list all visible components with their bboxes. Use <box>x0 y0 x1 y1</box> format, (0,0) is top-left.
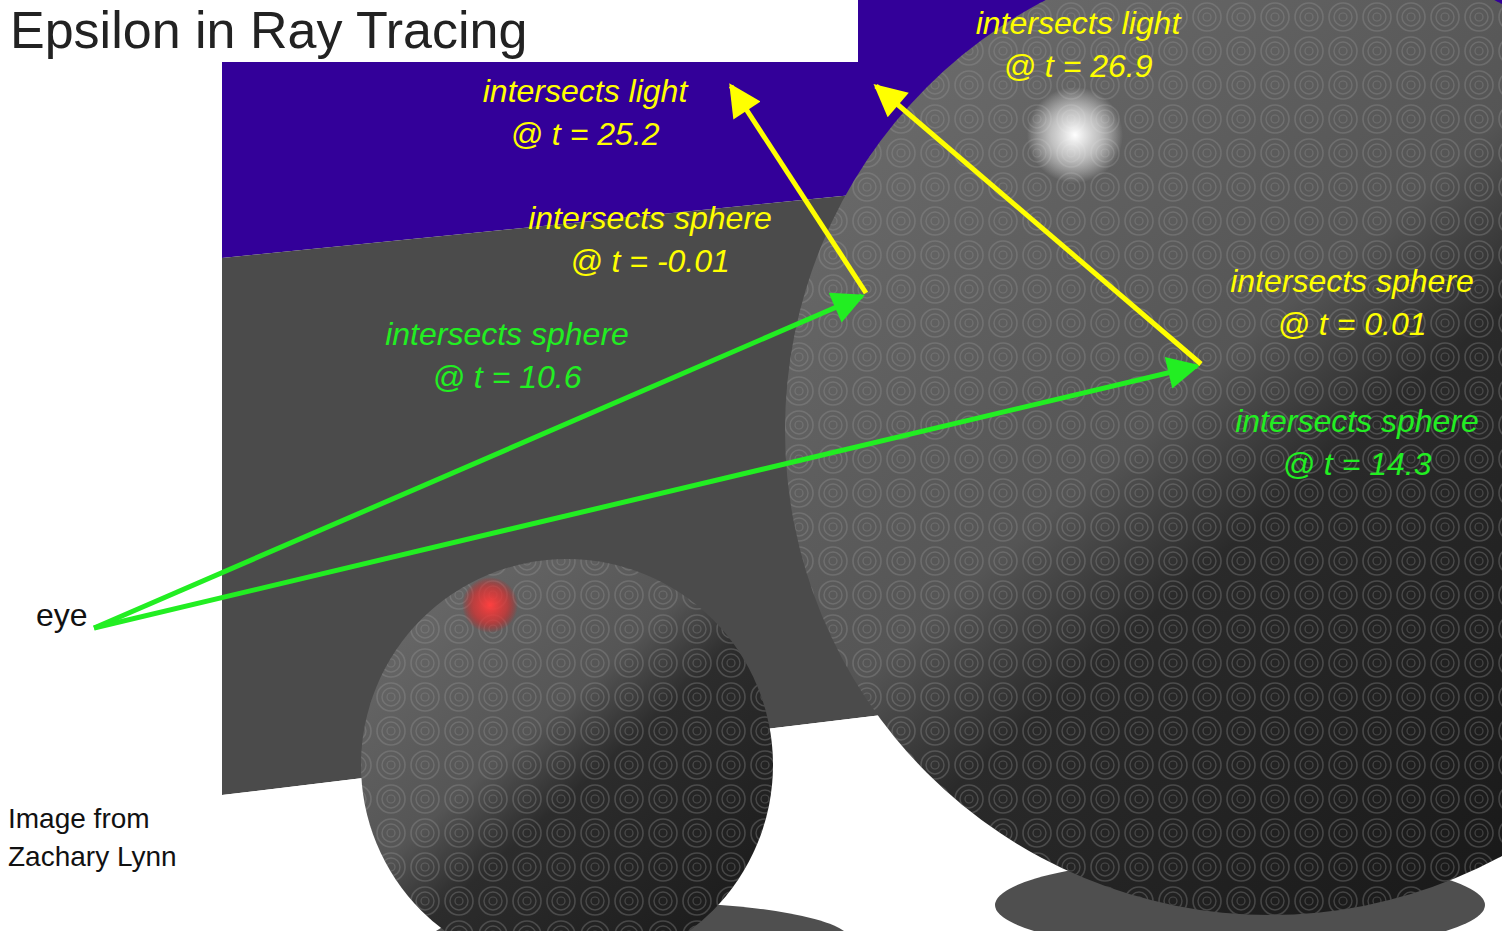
specular-highlight <box>462 577 518 633</box>
eye-ray <box>94 296 862 628</box>
sphere-hit-label: intersects sphere @ t = 10.6 <box>381 313 633 399</box>
small-sphere <box>361 559 773 931</box>
large-sphere <box>785 0 1502 915</box>
sphere-texture <box>785 0 1502 915</box>
sphere-hit-label: intersects sphere @ t = -0.01 <box>524 197 776 283</box>
light-hit-label: intersects light @ t = 25.2 <box>479 70 692 156</box>
slide-title: Epsilon in Ray Tracing <box>8 2 529 59</box>
sphere-hit-label: intersects sphere @ t = 14.3 <box>1231 400 1483 486</box>
shadow-ray <box>731 86 866 293</box>
specular-highlight <box>1027 87 1123 183</box>
eye-ray <box>94 366 1197 628</box>
eye-label: eye <box>34 594 90 637</box>
image-credit: Image from Zachary Lynn <box>6 800 183 876</box>
light-hit-label: intersects light @ t = 26.9 <box>972 2 1185 88</box>
title-panel <box>0 0 858 62</box>
sphere-hit-label: intersects sphere @ t = 0.01 <box>1226 260 1478 346</box>
sphere-texture <box>361 559 773 931</box>
shadow-ray <box>876 86 1201 364</box>
